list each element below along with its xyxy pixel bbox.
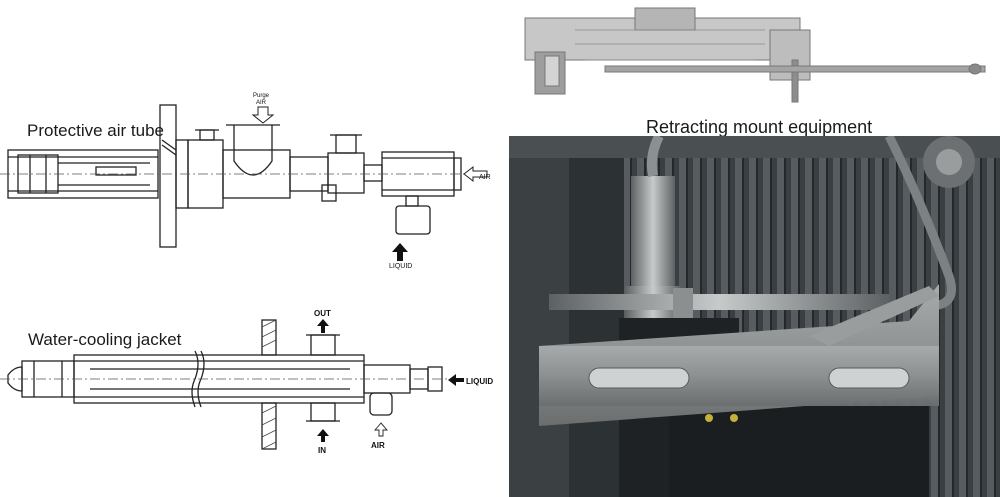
water-cooling-jacket-drawing: OUT IN LIQUID AIR [0, 309, 493, 455]
caption-water-cooling-jacket: Water-cooling jacket [28, 330, 182, 349]
retracting-mount-installed-photo [509, 136, 1000, 497]
label-purge: Purge [253, 93, 270, 99]
label-purge-air: AIR [256, 100, 267, 106]
label-air-bottom: AIR [371, 441, 385, 450]
caption-protective-air-tube: Protective air tube [27, 121, 165, 140]
label-air-top: AIR [479, 174, 491, 181]
label-out: OUT [314, 309, 331, 318]
label-in: IN [318, 446, 326, 455]
protective-air-tube-drawing: Purge AIR AIR LIQUID [0, 93, 491, 270]
caption-retracting-mount: Retracting mount equipment [646, 117, 873, 137]
retracting-mount-product-photo [505, 0, 1000, 112]
label-liquid-top: LIQUID [389, 263, 412, 270]
label-liquid-bottom: LIQUID [466, 377, 493, 386]
